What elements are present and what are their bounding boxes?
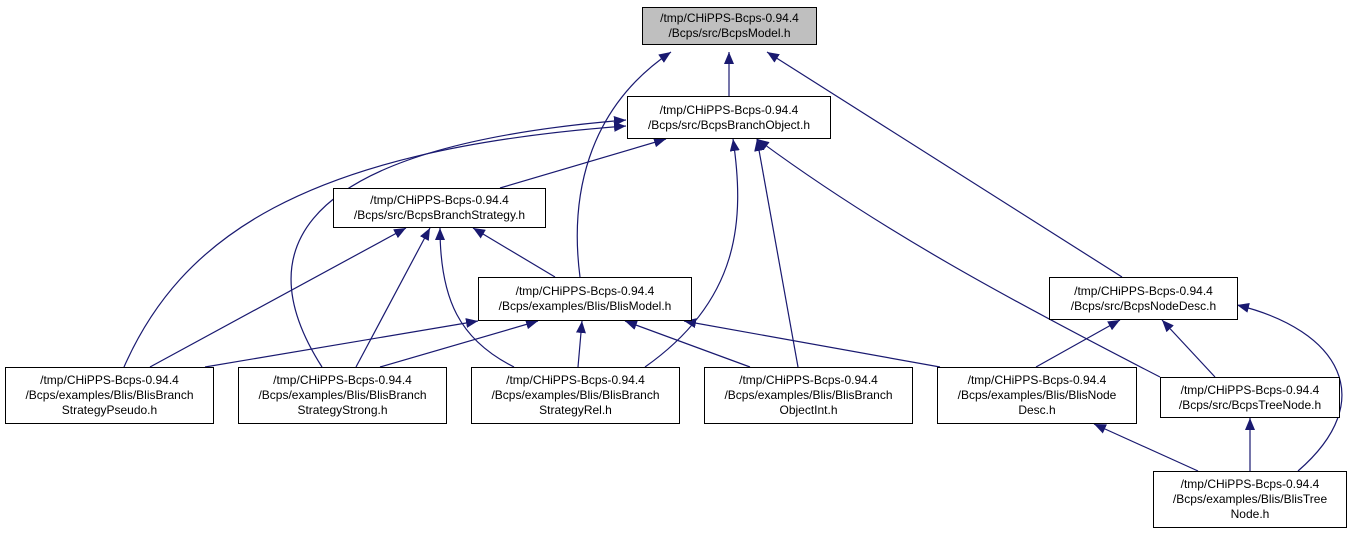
- node-blis-tree-node[interactable]: /tmp/CHiPPS-Bcps-0.94.4 /Bcps/examples/B…: [1153, 471, 1347, 528]
- node-path-line: /Bcps/examples/Blis/BlisModel.h: [498, 299, 672, 313]
- node-path-line: /Bcps/src/BcpsNodeDesc.h: [1070, 298, 1217, 313]
- node-bcps-tree-node[interactable]: /tmp/CHiPPS-Bcps-0.94.4 /Bcps/src/BcpsTr…: [1160, 377, 1340, 418]
- edge-treenode-to-nodedesc: [1161, 319, 1216, 378]
- edge-blismodel-to-bcpsmodel: [576, 51, 672, 278]
- node-bcps-node-desc[interactable]: /tmp/CHiPPS-Bcps-0.94.4 /Bcps/src/BcpsNo…: [1049, 277, 1238, 320]
- node-path-line: StrategyRel.h: [539, 403, 612, 417]
- node-path-line: /Bcps/examples/Blis/BlisBranch: [25, 388, 194, 402]
- edge-blisnodedesc-to-blismodel: [683, 318, 941, 368]
- edge-branchstrategy-to-branchobject: [499, 137, 667, 189]
- node-blis-branch-strategy-strong[interactable]: /tmp/CHiPPS-Bcps-0.94.4 /Bcps/examples/B…: [238, 367, 447, 424]
- node-path-line: /tmp/CHiPPS-Bcps-0.94.4: [739, 373, 878, 387]
- node-path-line: /Bcps/examples/Blis/BlisBranch: [258, 388, 427, 402]
- node-path-line: ObjectInt.h: [779, 403, 838, 417]
- node-path-line: /Bcps/src/BcpsTreeNode.h: [1178, 397, 1322, 412]
- edge-nodedesc-to-bcpsmodel: [766, 51, 1123, 278]
- node-blis-branch-strategy-rel[interactable]: /tmp/CHiPPS-Bcps-0.94.4 /Bcps/examples/B…: [471, 367, 680, 424]
- edge-strategystrong-to-blismodel: [379, 319, 539, 368]
- node-path-line: /tmp/CHiPPS-Bcps-0.94.4: [660, 11, 799, 25]
- node-path-line: /tmp/CHiPPS-Bcps-0.94.4: [1074, 283, 1213, 298]
- node-path-line: StrategyPseudo.h: [61, 403, 158, 417]
- node-path-line: /tmp/CHiPPS-Bcps-0.94.4: [515, 284, 655, 298]
- node-path-line: /tmp/CHiPPS-Bcps-0.94.4: [40, 373, 179, 387]
- node-path-line: /Bcps/examples/Blis/BlisTree: [1172, 492, 1328, 506]
- node-path-line: /Bcps/src/BcpsBranchObject.h: [647, 117, 811, 132]
- edge-strategyrel-to-blismodel: [575, 320, 586, 368]
- node-path-line: /tmp/CHiPPS-Bcps-0.94.4: [967, 373, 1107, 387]
- node-path-line: /Bcps/examples/Blis/BlisNode: [957, 388, 1117, 402]
- node-blis-branch-object-int[interactable]: /tmp/CHiPPS-Bcps-0.94.4 /Bcps/examples/B…: [704, 367, 913, 424]
- edge-strategystrong-to-branchstrategy: [355, 227, 431, 368]
- edge-strategyrel-to-branchobject: [644, 138, 740, 368]
- node-path-line: /Bcps/src/BcpsBranchStrategy.h: [353, 208, 526, 222]
- edge-objectint-to-branchobject: [754, 138, 799, 368]
- node-path-line: /tmp/CHiPPS-Bcps-0.94.4: [659, 102, 799, 117]
- node-path-line: /tmp/CHiPPS-Bcps-0.94.4: [506, 373, 645, 387]
- node-path-line: /tmp/CHiPPS-Bcps-0.94.4: [1180, 382, 1320, 397]
- edge-treenode-to-branchobject: [756, 138, 1161, 378]
- node-path-line: /tmp/CHiPPS-Bcps-0.94.4: [273, 373, 412, 387]
- node-path-line: Desc.h: [1018, 403, 1056, 417]
- node-bcps-model: /tmp/CHiPPS-Bcps-0.94.4 /Bcps/src/BcpsMo…: [642, 7, 817, 45]
- node-path-line: /Bcps/examples/Blis/BlisBranch: [491, 388, 660, 402]
- edge-strategypseudo-to-blismodel: [204, 318, 479, 368]
- node-path-line: /Bcps/examples/Blis/BlisBranch: [724, 388, 893, 402]
- edge-strategystrong-to-branchobject: [290, 116, 627, 368]
- edge-blisnodedesc-to-nodedesc: [1035, 319, 1121, 368]
- node-blis-node-desc[interactable]: /tmp/CHiPPS-Bcps-0.94.4 /Bcps/examples/B…: [937, 367, 1137, 424]
- node-path-line: /Bcps/src/BcpsModel.h: [668, 26, 791, 40]
- node-blis-branch-strategy-pseudo[interactable]: /tmp/CHiPPS-Bcps-0.94.4 /Bcps/examples/B…: [5, 367, 214, 424]
- node-path-line: StrategyStrong.h: [297, 403, 388, 417]
- node-path-line: Node.h: [1230, 507, 1270, 521]
- node-bcps-branch-strategy[interactable]: /tmp/CHiPPS-Bcps-0.94.4 /Bcps/src/BcpsBr…: [333, 188, 546, 228]
- edge-blistreenode-to-blisnodedesc: [1093, 423, 1199, 472]
- edge-strategyrel-to-branchstrategy: [435, 227, 515, 368]
- edge-objectint-to-blismodel: [624, 320, 751, 368]
- node-path-line: /tmp/CHiPPS-Bcps-0.94.4: [370, 193, 509, 207]
- node-blis-model[interactable]: /tmp/CHiPPS-Bcps-0.94.4 /Bcps/examples/B…: [478, 277, 692, 321]
- edge-strategypseudo-to-branchstrategy: [149, 227, 407, 368]
- edge-blismodel-to-branchstrategy: [472, 227, 556, 278]
- edge-strategypseudo-to-branchobject: [123, 121, 627, 368]
- edge-blistreenode-to-nodedesc: [1236, 302, 1343, 472]
- node-bcps-branch-object[interactable]: /tmp/CHiPPS-Bcps-0.94.4 /Bcps/src/BcpsBr…: [627, 96, 831, 139]
- node-path-line: /tmp/CHiPPS-Bcps-0.94.4: [1180, 477, 1320, 491]
